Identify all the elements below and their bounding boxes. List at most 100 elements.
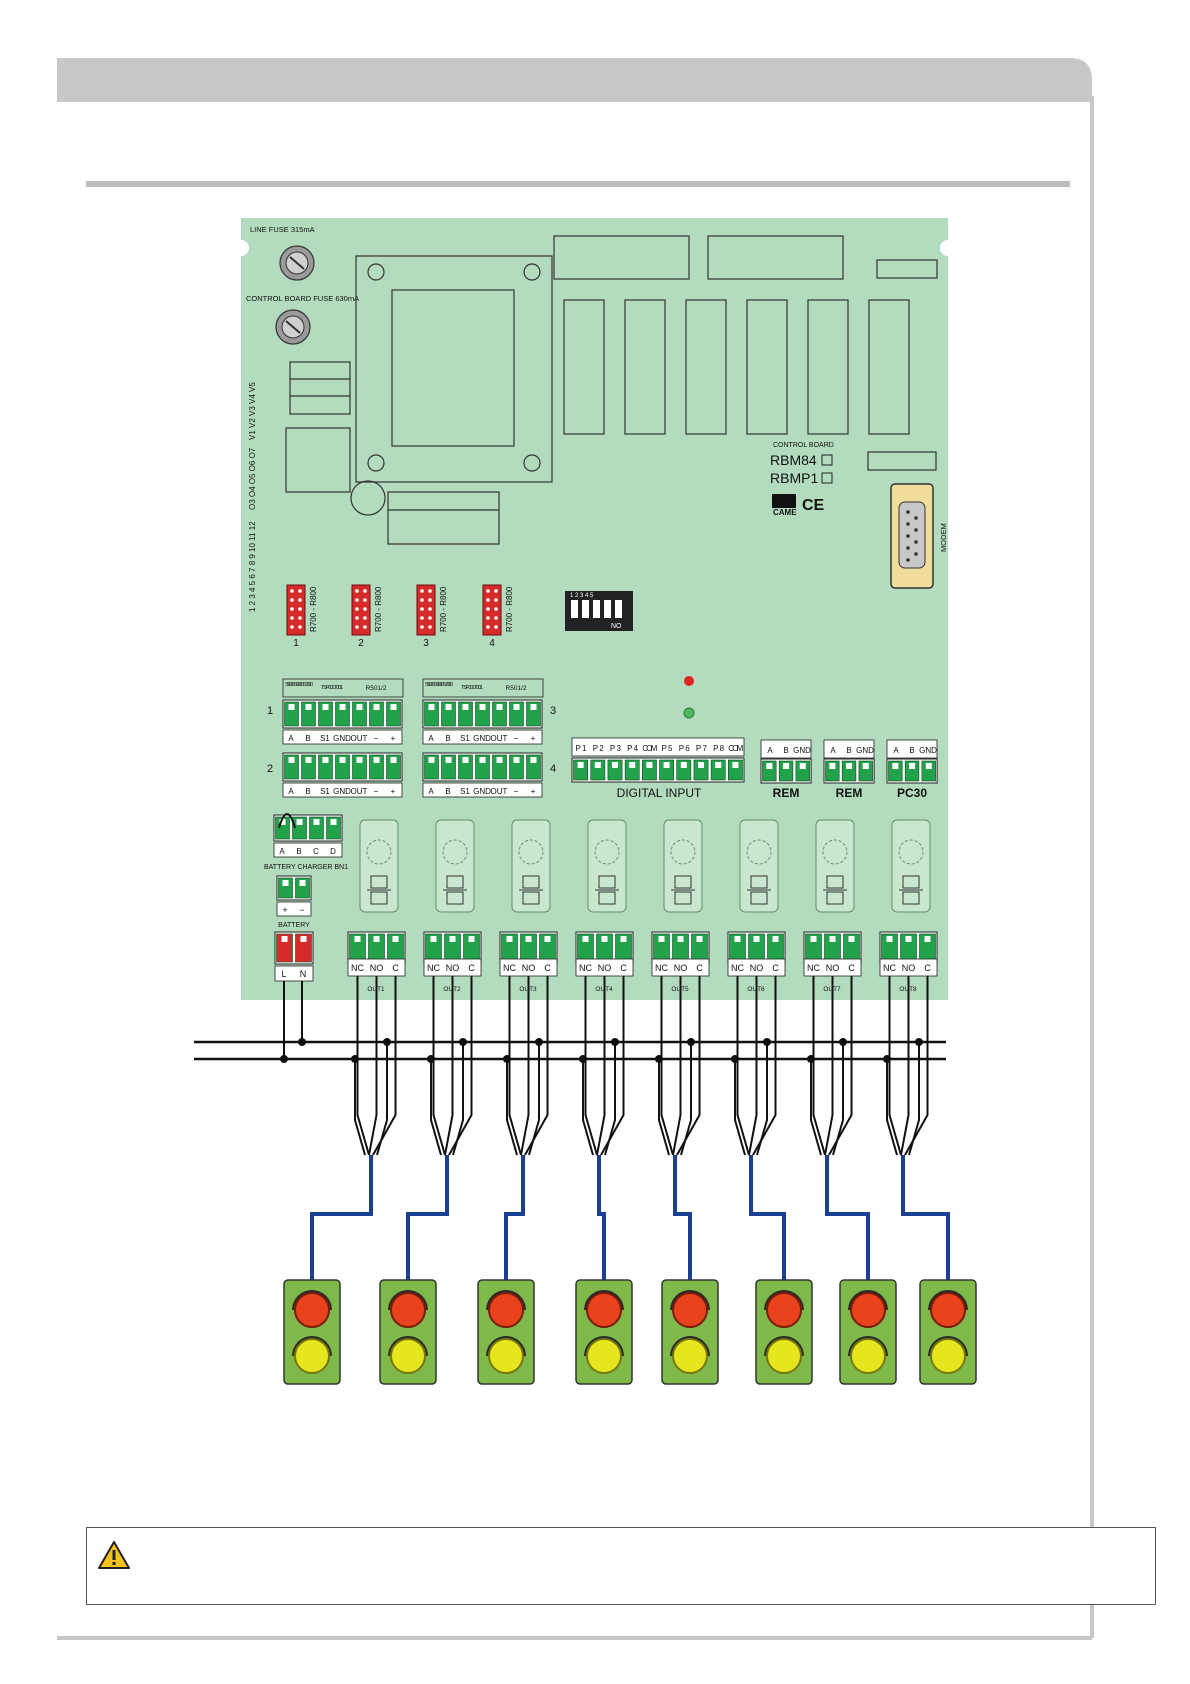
reader-terminal-1-screw-6[interactable] [369,701,384,727]
reader-terminal-3-screw-slot-7 [530,704,537,710]
reader-terminal-1-screw-5[interactable] [352,701,367,727]
bus-terminal-3[interactable] [886,758,938,784]
power-terminal-screw-1[interactable] [276,933,293,963]
relay-body [359,819,399,913]
digital-input-terminal-screw-10[interactable] [727,759,743,781]
digital-input-terminal-screw-2[interactable] [590,759,606,781]
reader-terminal-1-screw-3[interactable] [318,701,333,727]
reader-pin-label: A [288,734,294,743]
bus-terminal-1[interactable] [760,758,812,784]
reader-terminal-3-screw-7[interactable] [526,701,541,727]
relay-contact [826,891,844,905]
bus-terminal-1-screw-2[interactable] [778,760,794,782]
digital-input-terminal-screw-9[interactable] [710,759,726,781]
reader-terminal-2-screw-1[interactable] [284,754,299,780]
traffic-light-red-lamp [930,1292,966,1328]
rf-pin [355,607,359,611]
digital-input-terminal[interactable] [571,757,745,783]
bus-terminal-1-screw-3[interactable] [795,760,810,782]
bus-terminal-1-screw-1[interactable] [762,760,777,782]
battery-charger-terminal-screw-2[interactable] [292,816,307,840]
control-board-fuse[interactable] [275,309,311,345]
bus-terminal-3-screw-2[interactable] [904,760,920,782]
bus-terminal-2-screw-slot-1 [829,763,836,769]
reader-terminal-4-screw-4[interactable] [475,754,490,780]
reader-terminal-1-screw-2[interactable] [301,701,316,727]
battery-terminal-screw-2[interactable] [295,877,310,899]
bus-terminal-2-screw-3[interactable] [858,760,873,782]
rbmp1-slot[interactable] [821,472,833,484]
reader-terminal-3-screw-5[interactable] [492,701,507,727]
digital-input-terminal-screw-4[interactable] [624,759,640,781]
rf-connector-1[interactable] [286,584,306,636]
reader-terminal-1-screw-1[interactable] [284,701,299,727]
digital-input-terminal-screw-slot-5 [646,762,653,768]
reader-terminal-2-screw-5[interactable] [352,754,367,780]
reader-terminal-3-screw-6[interactable] [509,701,524,727]
reader-terminal-4-screw-7[interactable] [526,754,541,780]
reader-terminal-2[interactable] [282,752,403,782]
bus-terminal-2-screw-1[interactable] [825,760,840,782]
reader-terminal-3-screw-4[interactable] [475,701,490,727]
return-wire-2 [680,1042,692,1156]
rf-connector-2[interactable] [351,584,371,636]
relay-4 [587,819,627,913]
reader-terminal-3[interactable] [422,699,543,729]
wiring [194,976,950,1280]
digital-pin-label: COM [728,744,743,753]
reader-terminal-2-screw-4[interactable] [335,754,350,780]
digital-input-terminal-screw-7[interactable] [676,759,692,781]
rf-pin [290,589,294,593]
reader-terminal-4-screw-5[interactable] [492,754,507,780]
battery-terminal-screw-1[interactable] [278,877,293,899]
battery-charger-terminal-screw-3[interactable] [309,816,324,840]
reader-pin-label: + [531,787,536,796]
reader-terminal-4-screw-1[interactable] [424,754,439,780]
bus-terminal-2-screw-2[interactable] [841,760,857,782]
traffic-light-yellow-lamp [766,1338,802,1374]
reader-terminal-2-screw-6[interactable] [369,754,384,780]
battery-terminal[interactable] [276,875,312,901]
output-terminal-5-screw-slot-3 [696,936,703,942]
battery-charger-terminal-screw-4[interactable] [326,816,341,840]
reader-terminal-4-screw-slot-6 [513,757,520,763]
reader-terminal-1-screw-7[interactable] [386,701,401,727]
dip-switch[interactable] [565,591,633,631]
power-terminal[interactable] [274,931,314,965]
reader-terminal-4-screw-2[interactable] [441,754,456,780]
digital-input-terminal-screw-8[interactable] [693,759,709,781]
traffic-light-8 [919,1279,977,1385]
digital-input-terminal-screw-5[interactable] [641,759,657,781]
bus-terminal-3-screw-1[interactable] [888,760,903,782]
reader-pin-label: OUT [351,787,368,796]
reader-terminal-1-screw-4[interactable] [335,701,350,727]
rf-connector-4[interactable] [482,584,502,636]
relay-coil [746,839,772,865]
reader-terminal-3-screw-2[interactable] [441,701,456,727]
reader-terminal-2-screw-3[interactable] [318,754,333,780]
line-fuse[interactable] [279,245,315,281]
digital-input-terminal-screw-3[interactable] [607,759,623,781]
reader-terminal-3-screw-3[interactable] [458,701,473,727]
battery-charger-pin-label: C [313,847,319,856]
reader-pin-label: B [445,734,450,743]
reader-terminal-2-screw-2[interactable] [301,754,316,780]
reader-terminal-4-screw-3[interactable] [458,754,473,780]
traffic-light-yellow-lamp [672,1338,708,1374]
bus-terminal-3-screw-3[interactable] [921,760,936,782]
modem-port[interactable] [890,483,934,589]
output-wire-no [900,976,910,1156]
digital-input-terminal-screw-6[interactable] [659,759,674,781]
relay-7 [815,819,855,913]
reader-terminal-4[interactable] [422,752,543,782]
reader-terminal-4-screw-6[interactable] [509,754,524,780]
digital-input-terminal-screw-1[interactable] [573,759,588,781]
rbm84-slot[interactable] [821,454,833,466]
reader-terminal-1[interactable] [282,699,403,729]
rf-connector-3[interactable] [416,584,436,636]
battery-charger-terminal[interactable] [273,814,343,842]
reader-terminal-2-screw-7[interactable] [386,754,401,780]
reader-terminal-3-screw-1[interactable] [424,701,439,727]
power-terminal-screw-2[interactable] [295,933,312,963]
bus-terminal-2[interactable] [823,758,875,784]
